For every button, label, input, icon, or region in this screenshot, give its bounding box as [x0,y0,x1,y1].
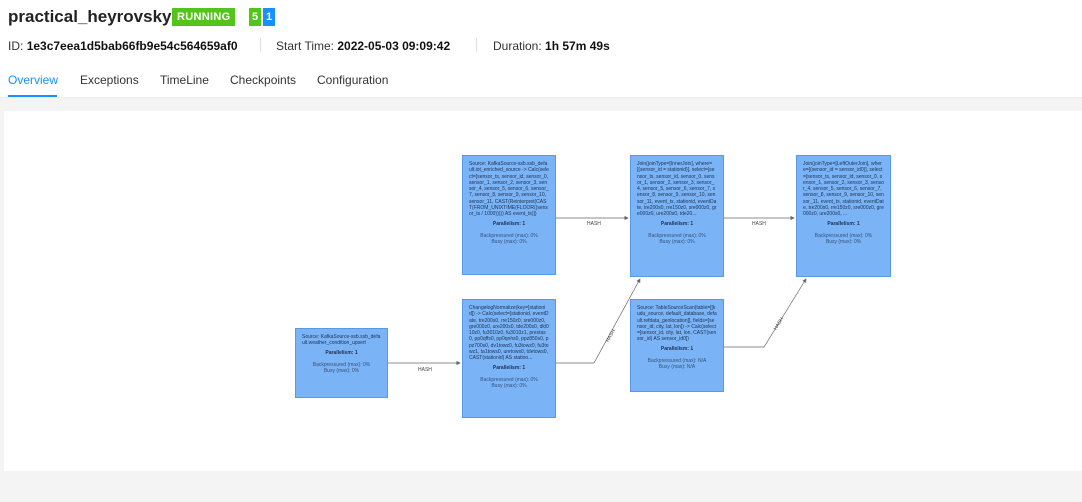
duration: Duration: 1h 57m 49s [493,39,610,53]
vertex-backpressure: Backpressured (max): 0% [814,232,873,239]
edge-label: HASH [418,367,432,373]
job-header: practical_heyrovsky RUNNING 5 1 ID: 1e3c… [0,0,1082,98]
job-id: ID: 1e3c7eea1d5bab66fb9e54c564659af0 [8,39,238,53]
duration-label: Duration: [493,39,542,53]
job-vertex-table-source-scan[interactable]: Source: TableSourceScan(table=[[kudu_sou… [630,299,724,392]
job-name: practical_heyrovsky [8,7,172,26]
edge-label: HASH [752,221,766,227]
vertex-busy: Busy (max): 0% [491,239,527,246]
vertex-description: Join(joinType=[LeftOuterJoin], where=[(s… [803,161,884,218]
vertex-parallelism: Parallelism: 1 [492,364,526,371]
vertex-description: ChangelogNormalize(key=[stationid]) -> C… [469,305,549,362]
tab-exceptions[interactable]: Exceptions [80,73,139,87]
task-count-running-badge: 5 [249,8,261,26]
start-time: Start Time: 2022-05-03 09:09:42 [276,39,450,53]
vertex-busy: Busy (max): 0% [491,383,527,390]
job-id-value: 1e3c7eea1d5bab66fb9e54c564659af0 [26,39,238,53]
tab-timeline[interactable]: TimeLine [160,73,209,87]
vertex-busy: Busy (max): 0% [659,239,695,246]
vertex-backpressure: Backpressured (max): N/A [647,358,707,365]
vertex-parallelism: Parallelism: 1 [660,220,694,227]
edge-normalize-to-innerjoin [556,278,641,364]
job-graph-area: HASH HASH HASH HASH HASH Source: KafkaSo… [0,98,1082,502]
active-tab-indicator [8,95,57,97]
vertex-parallelism: Parallelism: 1 [325,349,358,356]
vertex-busy: Busy (max): 0% [825,239,862,246]
vertex-parallelism: Parallelism: 1 [827,220,860,227]
job-graph-canvas[interactable]: HASH HASH HASH HASH HASH Source: KafkaSo… [4,111,1082,471]
job-vertex-inner-join[interactable]: Join(joinType=[InnerJoin], where=[(senso… [630,155,724,277]
start-time-value: 2022-05-03 09:09:42 [337,39,451,53]
job-vertex-weather-source[interactable]: Source: KafkaSource-ssb.ssb_default.weat… [295,328,388,398]
duration-value: 1h 57m 49s [545,39,610,53]
vertex-description: Source: KafkaSource-ssb.ssb_default.iot_… [469,161,549,218]
status-badge: RUNNING [172,8,236,26]
tab-overview[interactable]: Overview [8,73,59,87]
job-vertex-left-outer-join[interactable]: Join(joinType=[LeftOuterJoin], where=[(s… [796,155,891,277]
vertex-busy: Busy (max): N/A [658,364,696,371]
start-time-label: Start Time: [276,39,335,53]
vertex-backpressure: Backpressured (max): 0% [480,232,538,239]
meta-divider [260,38,261,52]
tab-divider [0,97,1082,98]
job-vertex-iot-source[interactable]: Source: KafkaSource-ssb.ssb_default.iot_… [462,155,556,275]
graph-edges [388,215,807,366]
task-count-total-badge: 1 [263,8,275,26]
meta-divider [476,38,477,52]
vertex-parallelism: Parallelism: 1 [660,345,694,352]
vertex-backpressure: Backpressured (max): 0% [648,232,706,239]
vertex-backpressure: Backpressured (max): 0% [480,376,538,383]
vertex-backpressure: Backpressured (max): 0% [312,361,371,368]
vertex-busy: Busy (max): 0% [323,368,360,375]
vertex-description: Source: TableSourceScan(table=[[kudu_sou… [637,305,717,343]
job-id-label: ID: [8,39,24,53]
edge-label: HASH [587,221,601,227]
tab-checkpoints[interactable]: Checkpoints [230,73,297,87]
tab-configuration[interactable]: Configuration [317,73,389,87]
job-vertex-changelog-normalize[interactable]: ChangelogNormalize(key=[stationid]) -> C… [462,299,556,418]
vertex-description: Join(joinType=[InnerJoin], where=[(senso… [637,161,717,218]
vertex-description: Source: KafkaSource-ssb.ssb_default.weat… [302,334,381,347]
edge-tablesource-to-leftjoin [724,278,807,348]
vertex-parallelism: Parallelism: 1 [492,220,526,227]
